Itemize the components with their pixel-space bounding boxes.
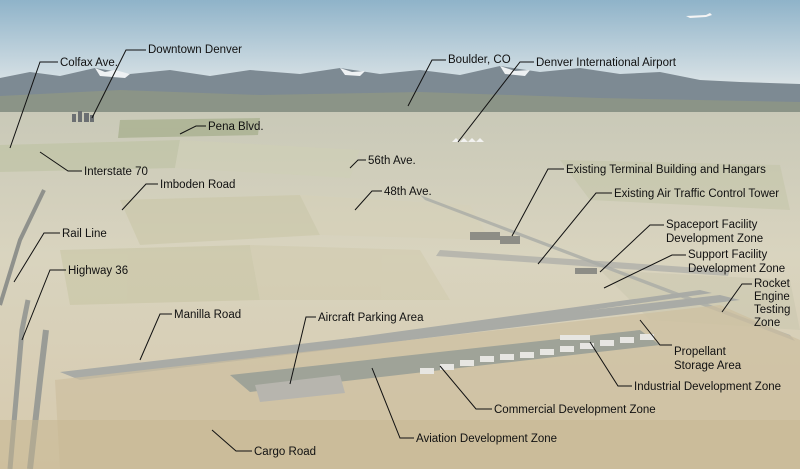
- label-pena: Pena Blvd.: [208, 121, 264, 133]
- highway-36-road: [0, 189, 46, 306]
- runways: [60, 195, 795, 380]
- label-propellant-line1: Propellant: [674, 346, 727, 358]
- leader-spaceport: [599, 224, 664, 273]
- label-rocket-line3: Testing: [754, 304, 790, 316]
- leader-terminal: [511, 168, 564, 237]
- label-aviation: Aviation Development Zone: [416, 433, 557, 445]
- label-support-line2: Development Zone: [688, 263, 785, 275]
- leader-rail: [13, 232, 60, 283]
- leader-support: [603, 254, 686, 289]
- leader-manilla: [139, 313, 172, 361]
- label-cargo: Cargo Road: [254, 446, 316, 458]
- label-imboden: Imboden Road: [160, 179, 235, 191]
- leader-downtown: [91, 49, 146, 119]
- label-aircraft-parking: Aircraft Parking Area: [318, 312, 424, 324]
- label-atc: Existing Air Traffic Control Tower: [614, 188, 779, 200]
- leader-rocket: [721, 283, 752, 313]
- label-support-line1: Support Facility: [688, 249, 768, 261]
- aircraft-parking-apron: [255, 375, 345, 402]
- label-rocket-line4: Zone: [754, 317, 780, 329]
- leader-industrial: [589, 341, 632, 387]
- label-propellant-line2: Storage Area: [674, 360, 742, 372]
- label-rocket-line1: Rocket: [754, 278, 791, 290]
- label-56th: 56th Ave.: [368, 155, 416, 167]
- downtown-buildings: [72, 111, 94, 122]
- leader-56th: [349, 159, 366, 169]
- leader-lines: [9, 49, 752, 452]
- leader-aircraft-parking: [289, 316, 316, 385]
- ground-shade: [0, 420, 800, 469]
- airplane-icon: [686, 13, 712, 18]
- label-terminal: Existing Terminal Building and Hangars: [566, 164, 766, 176]
- label-spaceport-line1: Spaceport Facility: [666, 219, 758, 231]
- label-hwy36: Highway 36: [68, 265, 128, 277]
- leader-48th: [354, 190, 382, 211]
- label-manilla: Manilla Road: [174, 309, 241, 321]
- label-dia: Denver International Airport: [536, 57, 677, 69]
- leader-colfax: [9, 61, 58, 149]
- existing-terminal-buildings: [470, 232, 597, 274]
- leader-i70: [39, 151, 82, 172]
- leader-dia: [457, 61, 534, 143]
- leader-cargo: [211, 429, 252, 452]
- leader-atc: [537, 192, 612, 265]
- label-commercial: Commercial Development Zone: [494, 404, 656, 416]
- leader-propellant: [639, 319, 672, 346]
- label-downtown: Downtown Denver: [148, 44, 242, 56]
- label-industrial: Industrial Development Zone: [634, 381, 781, 393]
- dia-terminal: [452, 138, 484, 142]
- label-spaceport-line2: Development Zone: [666, 233, 763, 245]
- leader-pena: [179, 125, 206, 135]
- map-labels: Colfax Ave. Downtown Denver Boulder, CO …: [60, 44, 791, 458]
- leader-hwy36: [21, 269, 66, 341]
- label-rocket-line2: Engine: [754, 291, 790, 303]
- label-rail: Rail Line: [62, 228, 107, 240]
- field-patchwork: [0, 118, 800, 330]
- leader-imboden: [121, 183, 158, 211]
- label-48th: 48th Ave.: [384, 186, 432, 198]
- label-i70: Interstate 70: [84, 166, 148, 178]
- label-boulder: Boulder, CO: [448, 54, 511, 66]
- leader-commercial: [439, 365, 492, 410]
- label-colfax: Colfax Ave.: [60, 57, 118, 69]
- leader-aviation: [371, 367, 414, 439]
- hangars: [420, 334, 654, 374]
- leader-boulder: [407, 59, 446, 107]
